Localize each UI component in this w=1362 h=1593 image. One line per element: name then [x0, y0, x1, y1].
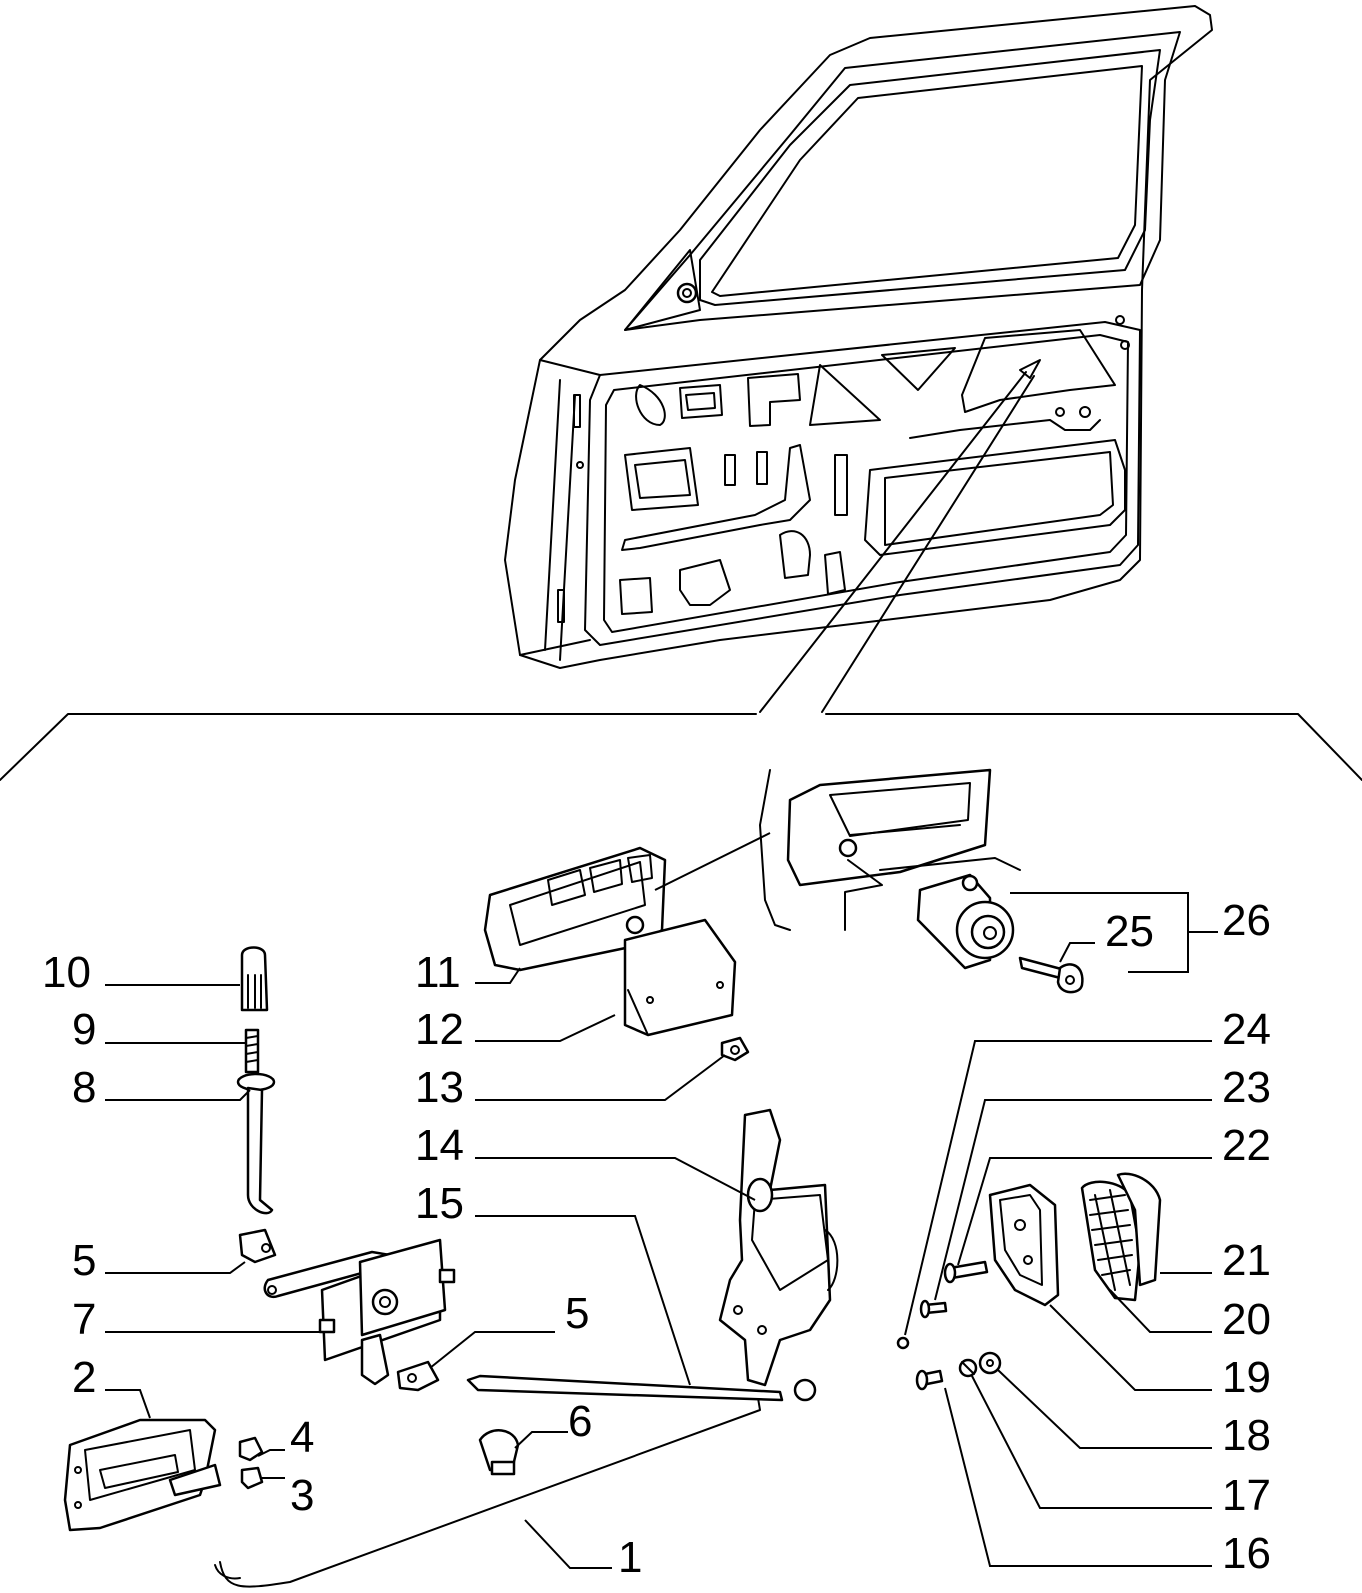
label-26: 26	[1222, 896, 1271, 945]
callout-frame	[0, 713, 1362, 781]
part-22-screw	[943, 1260, 989, 1284]
part-6-grommet	[478, 1429, 520, 1476]
part-4-clip	[238, 1436, 264, 1462]
label-5-lower: 5	[565, 1289, 589, 1338]
label-20: 20	[1222, 1295, 1271, 1344]
callout-arrow	[759, 359, 1041, 713]
label-22: 22	[1222, 1121, 1271, 1170]
callout-labels: 10 9 8 5 7 2 4 3 5 6 1 11 12 13 14 15 25…	[42, 896, 1271, 1582]
part-19-bezel	[988, 1183, 1060, 1307]
label-7: 7	[72, 1295, 96, 1344]
label-9: 9	[72, 1005, 96, 1054]
label-18: 18	[1222, 1411, 1271, 1460]
label-8: 8	[72, 1063, 96, 1112]
label-21: 21	[1222, 1236, 1271, 1285]
part-20-lens	[1080, 1180, 1142, 1302]
part-7-lock-lever	[263, 1238, 456, 1386]
part-9-threaded-rod	[244, 1028, 260, 1074]
leader-lines	[105, 832, 1212, 1569]
part-25-key	[1018, 956, 1084, 994]
bracket-25-26	[1010, 892, 1218, 973]
part-13-nut	[720, 1036, 750, 1062]
label-14: 14	[415, 1121, 464, 1170]
part-5-rod-clip-lower	[396, 1360, 440, 1392]
part-17-spring-washer	[958, 1358, 978, 1378]
part-2-inside-handle	[63, 1418, 222, 1532]
part-3-clip	[240, 1466, 264, 1490]
part-8-grommet	[236, 1072, 276, 1215]
door-shell	[504, 5, 1213, 669]
part-10-lock-knob	[240, 946, 269, 1012]
part-21-frame	[1116, 1172, 1162, 1287]
label-17: 17	[1222, 1471, 1271, 1520]
part-15-release-rod	[466, 1374, 817, 1402]
part-16-screw	[915, 1369, 944, 1391]
part-5-rod-clip-upper	[238, 1228, 277, 1264]
part-23-screw	[919, 1299, 948, 1319]
label-23: 23	[1222, 1063, 1271, 1112]
label-19: 19	[1222, 1353, 1271, 1402]
label-4: 4	[290, 1413, 314, 1462]
part-18-washer	[978, 1351, 1002, 1375]
part-14-door-lock	[718, 1108, 839, 1387]
part-24-rivet	[896, 1336, 910, 1350]
part-1-connecting-rod	[214, 1397, 761, 1588]
part-12-handle-bracket	[623, 915, 737, 1037]
part-11-outside-handle	[483, 846, 667, 972]
label-2: 2	[72, 1353, 96, 1402]
label-16: 16	[1222, 1529, 1271, 1578]
label-24: 24	[1222, 1005, 1271, 1054]
label-12: 12	[415, 1005, 464, 1054]
label-10: 10	[42, 948, 91, 997]
label-13: 13	[415, 1063, 464, 1112]
label-15: 15	[415, 1179, 464, 1228]
label-1: 1	[618, 1533, 642, 1582]
label-3: 3	[290, 1471, 314, 1520]
part-26-lock-cylinder	[916, 873, 1015, 970]
label-5-upper: 5	[72, 1236, 96, 1285]
label-6: 6	[568, 1397, 592, 1446]
label-11: 11	[415, 948, 461, 997]
inset-handle-detail	[759, 768, 1021, 931]
label-25: 25	[1105, 907, 1154, 956]
